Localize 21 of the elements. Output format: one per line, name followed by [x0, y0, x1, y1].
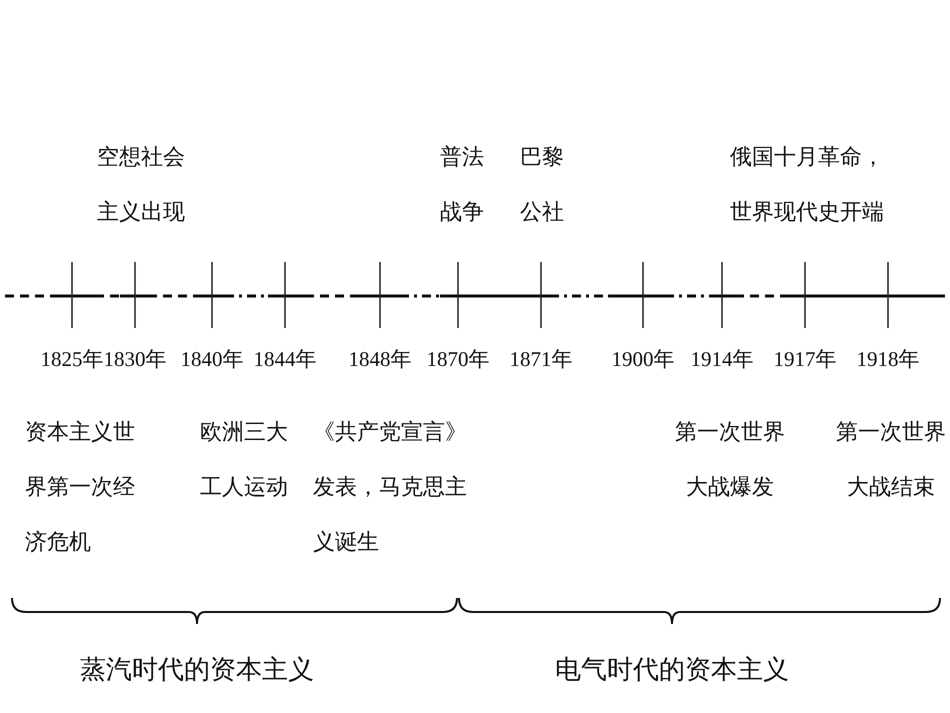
event-label: 《共产党宣言》发表，马克思主义诞生	[313, 419, 468, 557]
era-label: 蒸汽时代的资本主义	[79, 654, 315, 687]
year-label: 1871年	[508, 346, 574, 373]
event-label: 巴黎公社	[520, 144, 565, 227]
year-label: 1870年	[426, 346, 490, 373]
year-label: 1848年	[348, 346, 412, 373]
event-label: 第一次世界大战爆发	[674, 419, 786, 502]
year-label: 1844年	[252, 346, 318, 373]
event-label: 俄国十月革命，世界现代史开端	[729, 144, 885, 227]
event-label: 空想社会主义出现	[97, 144, 186, 227]
event-label: 资本主义世界第一次经济危机	[25, 419, 136, 557]
event-label: 第一次世界大战结束	[835, 419, 947, 502]
year-label: 1917年	[772, 346, 838, 373]
year-label: 1918年	[856, 346, 920, 373]
event-label: 欧洲三大工人运动	[200, 419, 289, 502]
year-label: 1840年	[180, 346, 244, 373]
event-label: 普法战争	[440, 144, 485, 227]
year-label: 1900年	[610, 346, 676, 373]
year-label: 1830年	[103, 346, 168, 373]
era-label: 电气时代的资本主义	[554, 654, 790, 687]
year-label: 1914年	[690, 346, 754, 373]
